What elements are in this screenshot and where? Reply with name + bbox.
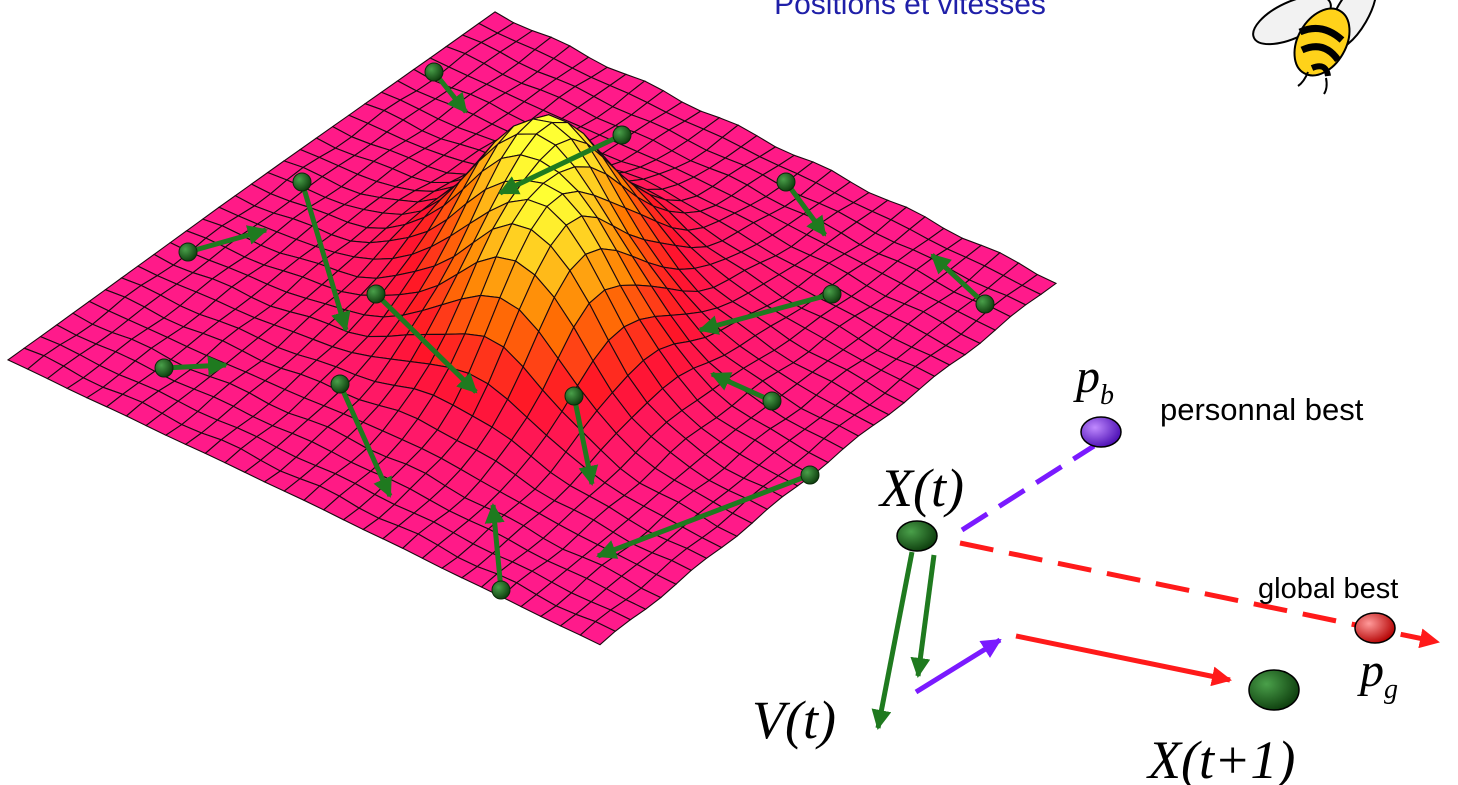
velocity-arrow <box>163 355 228 376</box>
pg-symbol: pg <box>1357 644 1398 705</box>
velocity-arrow <box>930 253 987 306</box>
velocity-vector <box>871 551 915 730</box>
particle <box>491 580 511 600</box>
velocity-arrow <box>299 181 351 332</box>
velocity-arrow <box>571 395 599 486</box>
x-t-plus-1-label: X(t+1) <box>1146 730 1295 785</box>
velocity-arrow <box>710 371 774 404</box>
velocity-arrow <box>698 291 833 335</box>
particle <box>154 358 174 378</box>
v-t-label: V(t) <box>752 690 836 750</box>
velocity-arrow <box>484 503 505 591</box>
particle <box>564 386 584 406</box>
personal-best-direction <box>960 443 1096 533</box>
particle <box>330 374 350 394</box>
particle <box>292 172 312 192</box>
fitness-surface <box>6 11 1058 646</box>
particle <box>776 172 796 192</box>
velocity-arrow <box>498 132 624 196</box>
x-t-label: X(t) <box>878 458 964 518</box>
velocity-arrow <box>187 225 268 255</box>
cognitive-component <box>914 637 1002 695</box>
particle <box>822 284 842 304</box>
bee-icon <box>1252 0 1378 95</box>
particle <box>366 284 386 304</box>
social-component <box>1015 633 1232 687</box>
particle <box>424 62 444 82</box>
surface-cell <box>579 620 617 646</box>
personal-best-label: personnal best <box>1160 392 1364 427</box>
pso-update-schematic: pb personnal best X(t) global best pg V(… <box>752 350 1440 785</box>
global-best-particle <box>1354 612 1396 644</box>
velocity-arrow <box>596 472 811 559</box>
page-title: Positions et vitesses <box>774 0 1046 21</box>
pb-symbol: pb <box>1073 350 1114 411</box>
particle <box>800 465 820 485</box>
inertia-component <box>910 554 937 678</box>
personal-best-particle <box>1080 416 1122 448</box>
current-position-particle <box>896 520 938 552</box>
velocity-arrow <box>337 382 393 498</box>
velocity-arrow <box>374 292 478 394</box>
next-position-particle <box>1248 669 1300 711</box>
global-best-label: global best <box>1258 573 1398 605</box>
particle <box>975 294 995 314</box>
particle <box>178 242 198 262</box>
velocity-arrow <box>783 180 828 237</box>
surface-particles <box>154 62 995 600</box>
particle <box>762 391 782 411</box>
particle <box>612 125 632 145</box>
